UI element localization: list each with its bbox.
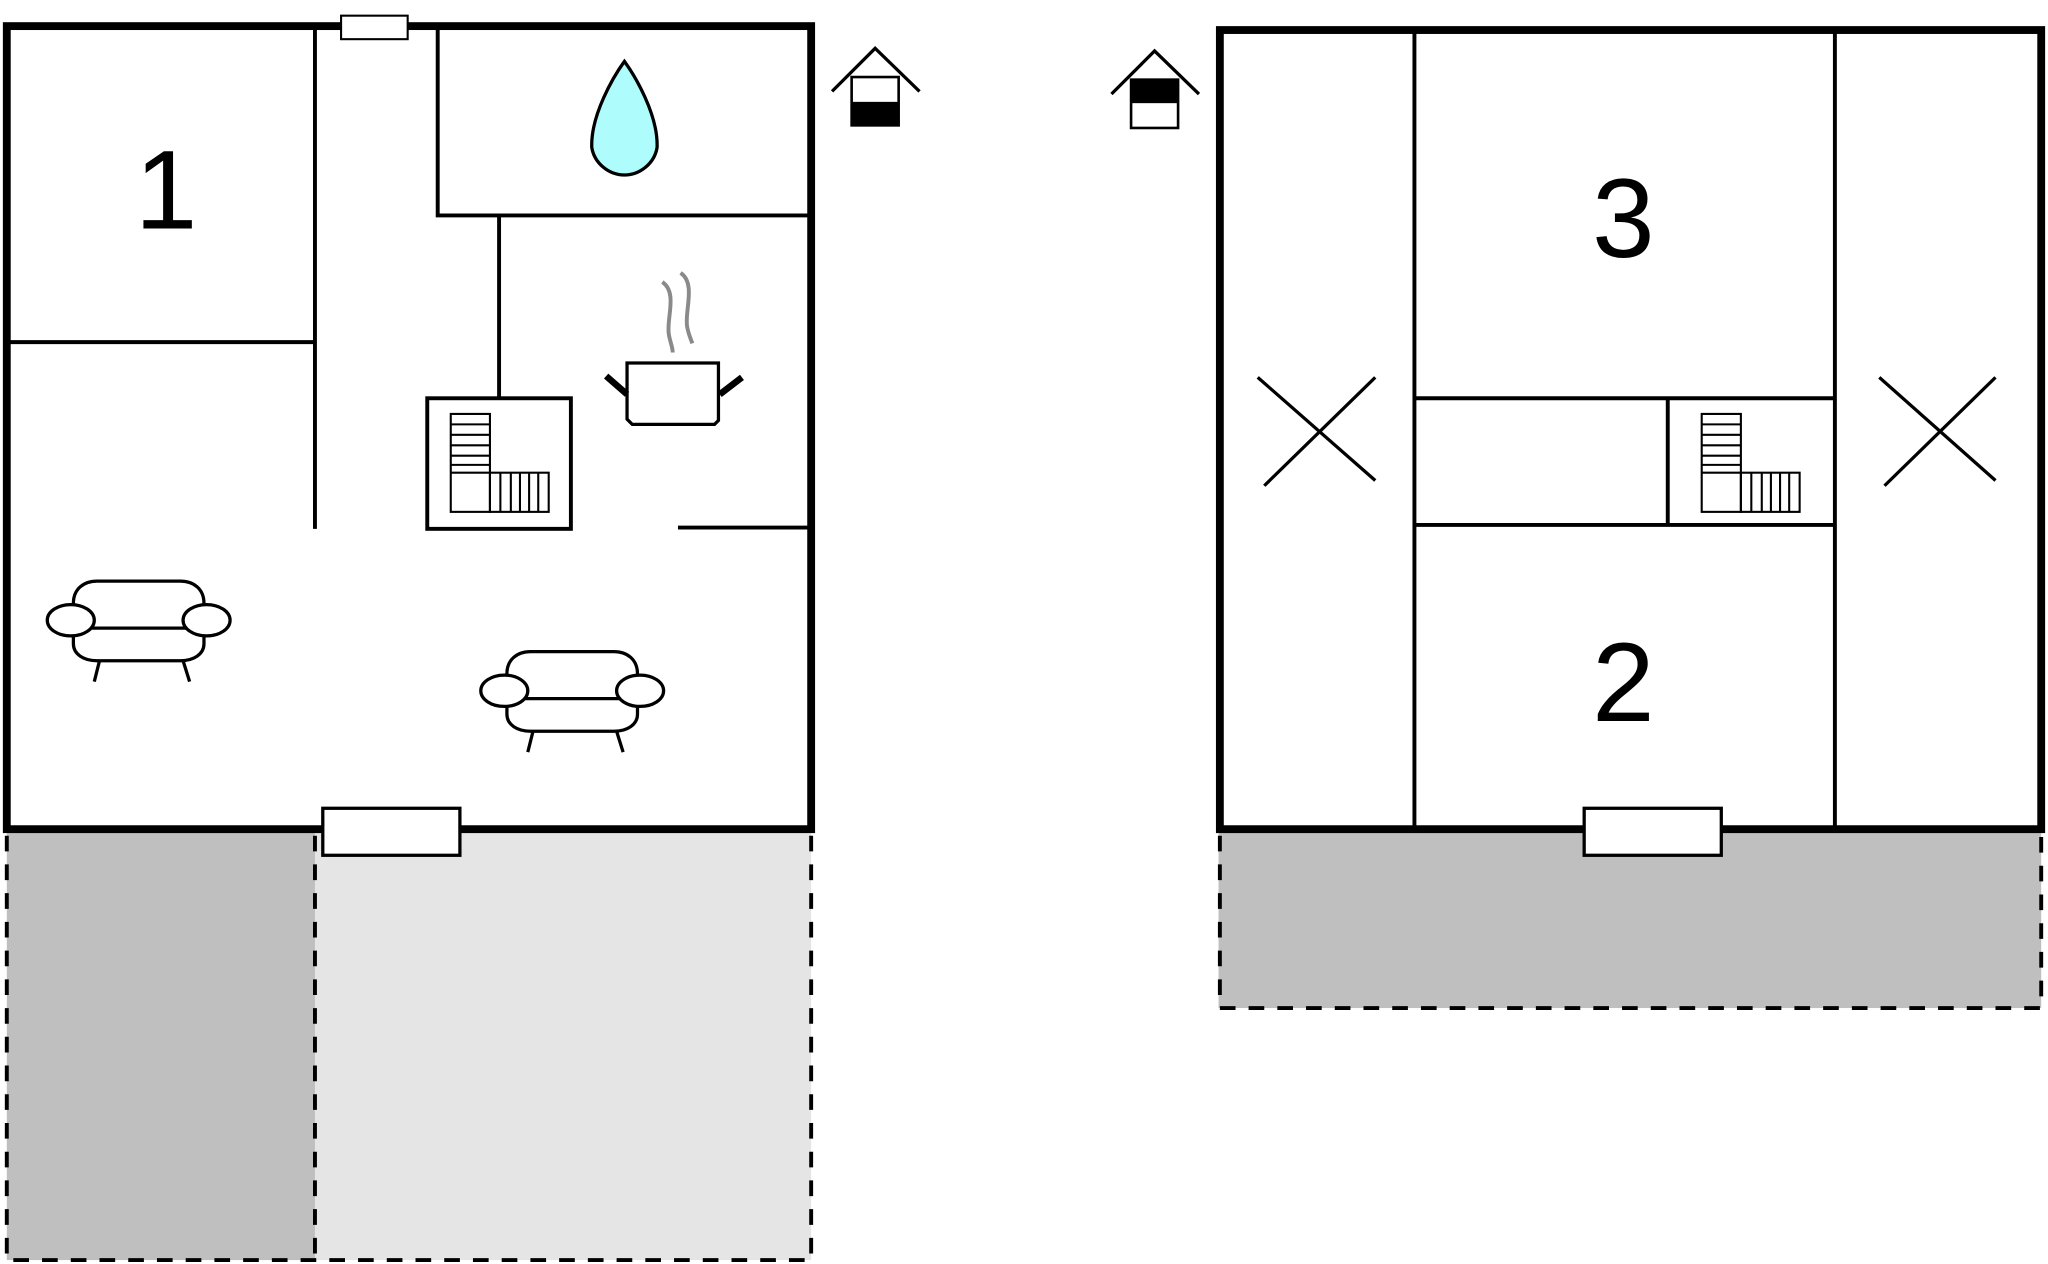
terrace-outline bbox=[1217, 835, 2044, 1011]
water-drop-icon bbox=[590, 58, 659, 177]
entrance-door[interactable] bbox=[321, 806, 462, 857]
window-top bbox=[340, 14, 409, 41]
stairs-icon bbox=[449, 412, 550, 513]
stairs-icon bbox=[1700, 412, 1801, 513]
bathroom-wall bbox=[435, 28, 809, 218]
armchair-icon bbox=[45, 579, 232, 683]
cross-icon bbox=[1878, 376, 1997, 487]
room-label-2: 2 bbox=[1592, 619, 1654, 745]
ground-floor: 1 bbox=[2, 14, 921, 1263]
room-label-1: 1 bbox=[135, 127, 197, 253]
terrace-outline bbox=[4, 835, 814, 1263]
upper-floor: 3 2 bbox=[1110, 26, 2046, 1011]
ground-floor-outer-wall bbox=[2, 22, 816, 834]
floor-level-upper-icon bbox=[1110, 48, 1201, 130]
cooking-pot-icon bbox=[603, 271, 744, 427]
balcony-door[interactable] bbox=[1582, 806, 1723, 857]
open-terrace bbox=[314, 830, 812, 1261]
cross-icon bbox=[1256, 376, 1377, 487]
terrace bbox=[1218, 830, 2042, 1009]
floor-level-ground-icon bbox=[830, 46, 921, 127]
room-label-3: 3 bbox=[1592, 155, 1654, 281]
armchair-icon bbox=[479, 649, 666, 753]
covered-terrace bbox=[6, 830, 315, 1261]
